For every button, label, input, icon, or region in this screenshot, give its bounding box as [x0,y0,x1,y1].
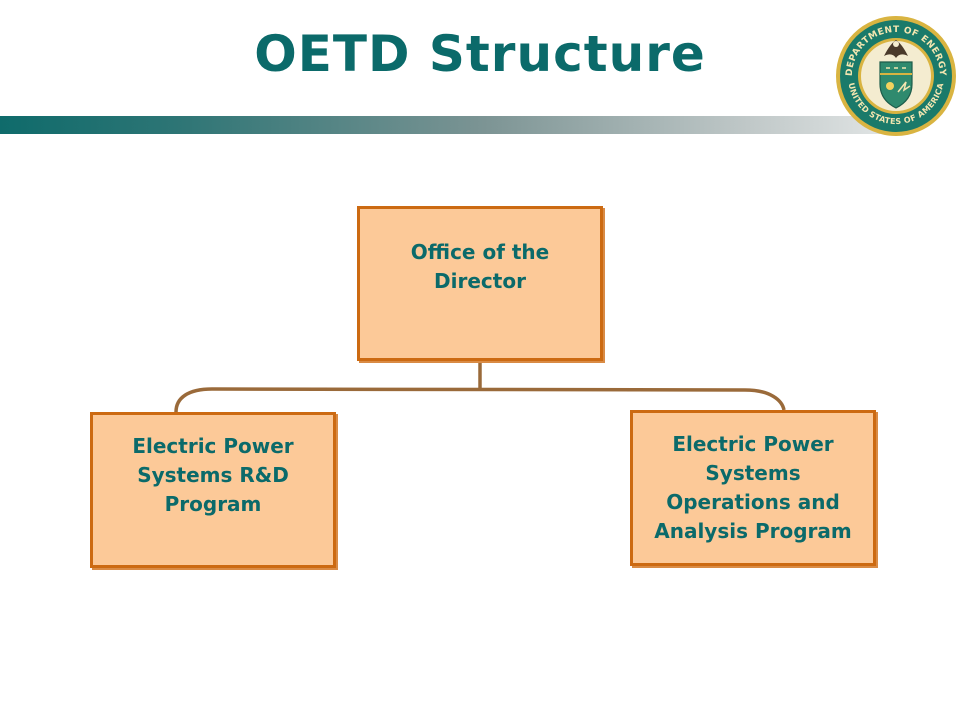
org-box-rnd-program: Electric Power Systems R&D Program [90,412,336,568]
org-box-director: Office of the Director [357,206,603,361]
org-label-director: Office of the Director [410,239,550,293]
title-gradient-bar [0,116,880,134]
slide-title: OETD Structure [254,25,706,83]
org-label-operations-program: Electric Power Systems Operations and An… [654,432,852,543]
org-box-operations-program: Electric Power Systems Operations and An… [630,410,876,566]
doe-seal-icon: DEPARTMENT OF ENERGY UNITED STATES OF AM… [836,16,956,136]
org-label-rnd-program: Electric Power Systems R&D Program [132,433,294,516]
